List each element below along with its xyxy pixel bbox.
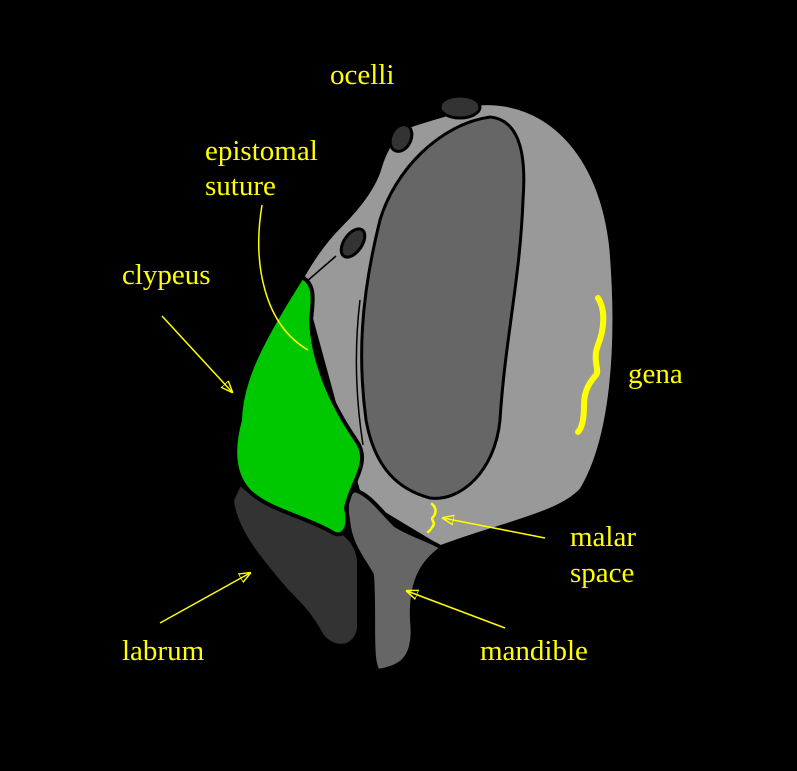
label-labrum: labrum [122, 635, 205, 667]
ocellus-lateral [388, 123, 414, 153]
clypeus-arrow [161, 315, 232, 392]
eye-rim-line [355, 299, 364, 446]
label-epistomal: epistomal [205, 135, 318, 167]
labrum-arrow [159, 573, 250, 624]
gena-brace [575, 295, 607, 435]
label-mandible: mandible [480, 635, 588, 667]
mandible [344, 488, 444, 673]
label-space: space [570, 557, 634, 589]
clypeus [233, 275, 365, 537]
malar-brace [426, 502, 437, 534]
ocellus-median [438, 94, 482, 120]
label-malar: malar [570, 521, 636, 553]
suture-line [305, 255, 337, 283]
label-ocelli: ocelli [330, 59, 394, 91]
mandible-arrow [407, 591, 506, 629]
epistomal-suture-pointer [258, 204, 309, 351]
malar-arrow [443, 518, 546, 539]
antennal-socket [339, 227, 367, 259]
label-gena: gena [628, 358, 683, 390]
label-clypeus: clypeus [122, 259, 211, 291]
label-suture: suture [205, 170, 276, 202]
compound-eye [360, 115, 526, 500]
